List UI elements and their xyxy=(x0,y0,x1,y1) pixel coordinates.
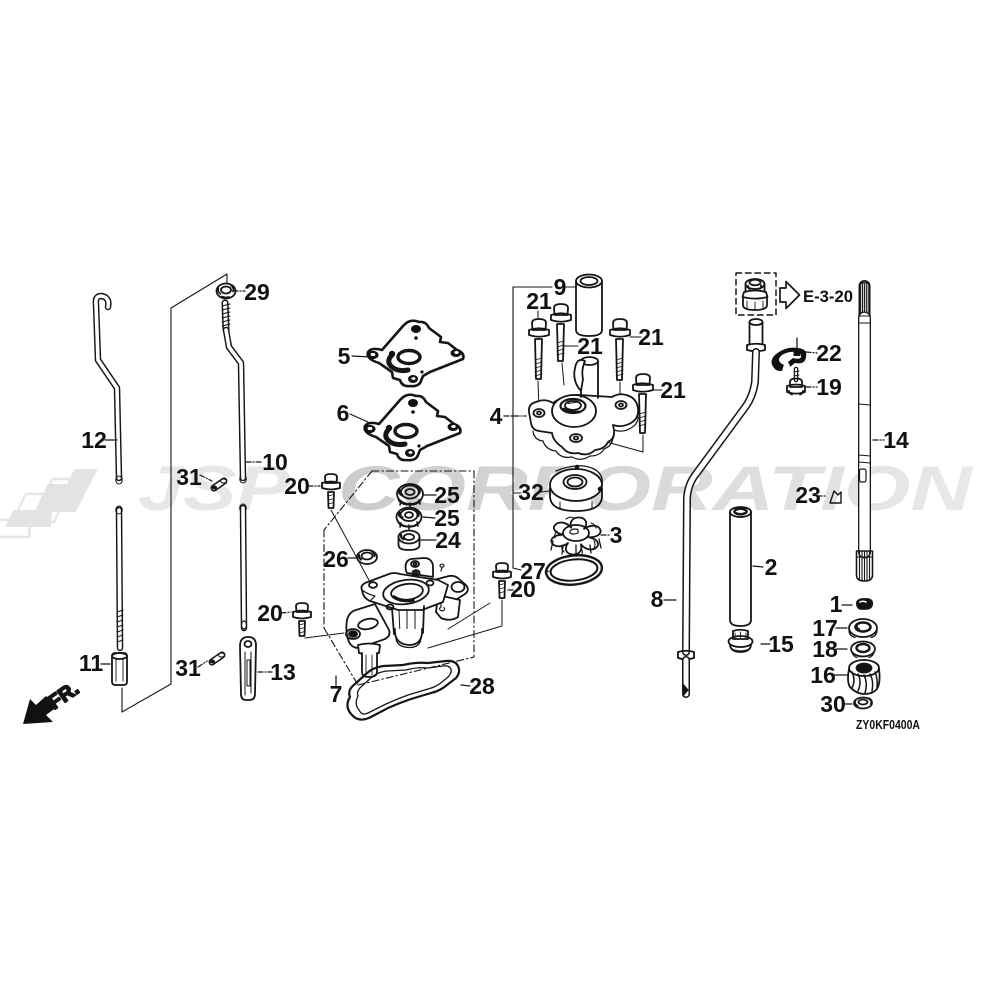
svg-text:E-3-20: E-3-20 xyxy=(803,287,853,306)
svg-text:25: 25 xyxy=(434,505,460,531)
svg-text:30: 30 xyxy=(820,691,846,717)
svg-text:29: 29 xyxy=(244,279,270,305)
svg-text:20: 20 xyxy=(284,473,310,499)
svg-text:12: 12 xyxy=(81,427,107,453)
svg-text:27: 27 xyxy=(520,558,546,584)
svg-text:5: 5 xyxy=(338,343,351,369)
svg-text:24: 24 xyxy=(435,527,461,553)
svg-text:17: 17 xyxy=(812,615,838,641)
svg-text:16: 16 xyxy=(810,662,836,688)
svg-text:8: 8 xyxy=(651,586,664,612)
svg-text:18: 18 xyxy=(812,636,838,662)
svg-text:25: 25 xyxy=(434,482,460,508)
svg-text:2: 2 xyxy=(765,554,778,580)
svg-text:21: 21 xyxy=(638,324,664,350)
svg-text:11: 11 xyxy=(79,650,104,676)
svg-text:1: 1 xyxy=(830,591,843,617)
svg-text:21: 21 xyxy=(526,288,552,314)
svg-text:ZY0KF0400A: ZY0KF0400A xyxy=(856,717,920,732)
svg-text:7: 7 xyxy=(330,681,343,707)
svg-text:13: 13 xyxy=(270,659,296,685)
svg-text:10: 10 xyxy=(262,449,288,475)
svg-text:3: 3 xyxy=(610,522,623,548)
svg-text:31: 31 xyxy=(176,464,202,490)
svg-text:9: 9 xyxy=(554,274,567,300)
svg-text:23: 23 xyxy=(795,482,821,508)
svg-text:32: 32 xyxy=(518,479,544,505)
svg-text:21: 21 xyxy=(660,377,686,403)
svg-text:20: 20 xyxy=(510,576,536,602)
svg-text:4: 4 xyxy=(490,403,503,429)
svg-text:28: 28 xyxy=(469,673,495,699)
svg-text:21: 21 xyxy=(577,333,603,359)
svg-text:31: 31 xyxy=(175,655,201,681)
svg-text:22: 22 xyxy=(816,340,842,366)
svg-text:15: 15 xyxy=(768,631,794,657)
svg-text:20: 20 xyxy=(257,600,283,626)
svg-text:26: 26 xyxy=(323,546,349,572)
svg-text:14: 14 xyxy=(883,427,909,453)
svg-text:19: 19 xyxy=(816,374,842,400)
svg-text:6: 6 xyxy=(337,400,350,426)
